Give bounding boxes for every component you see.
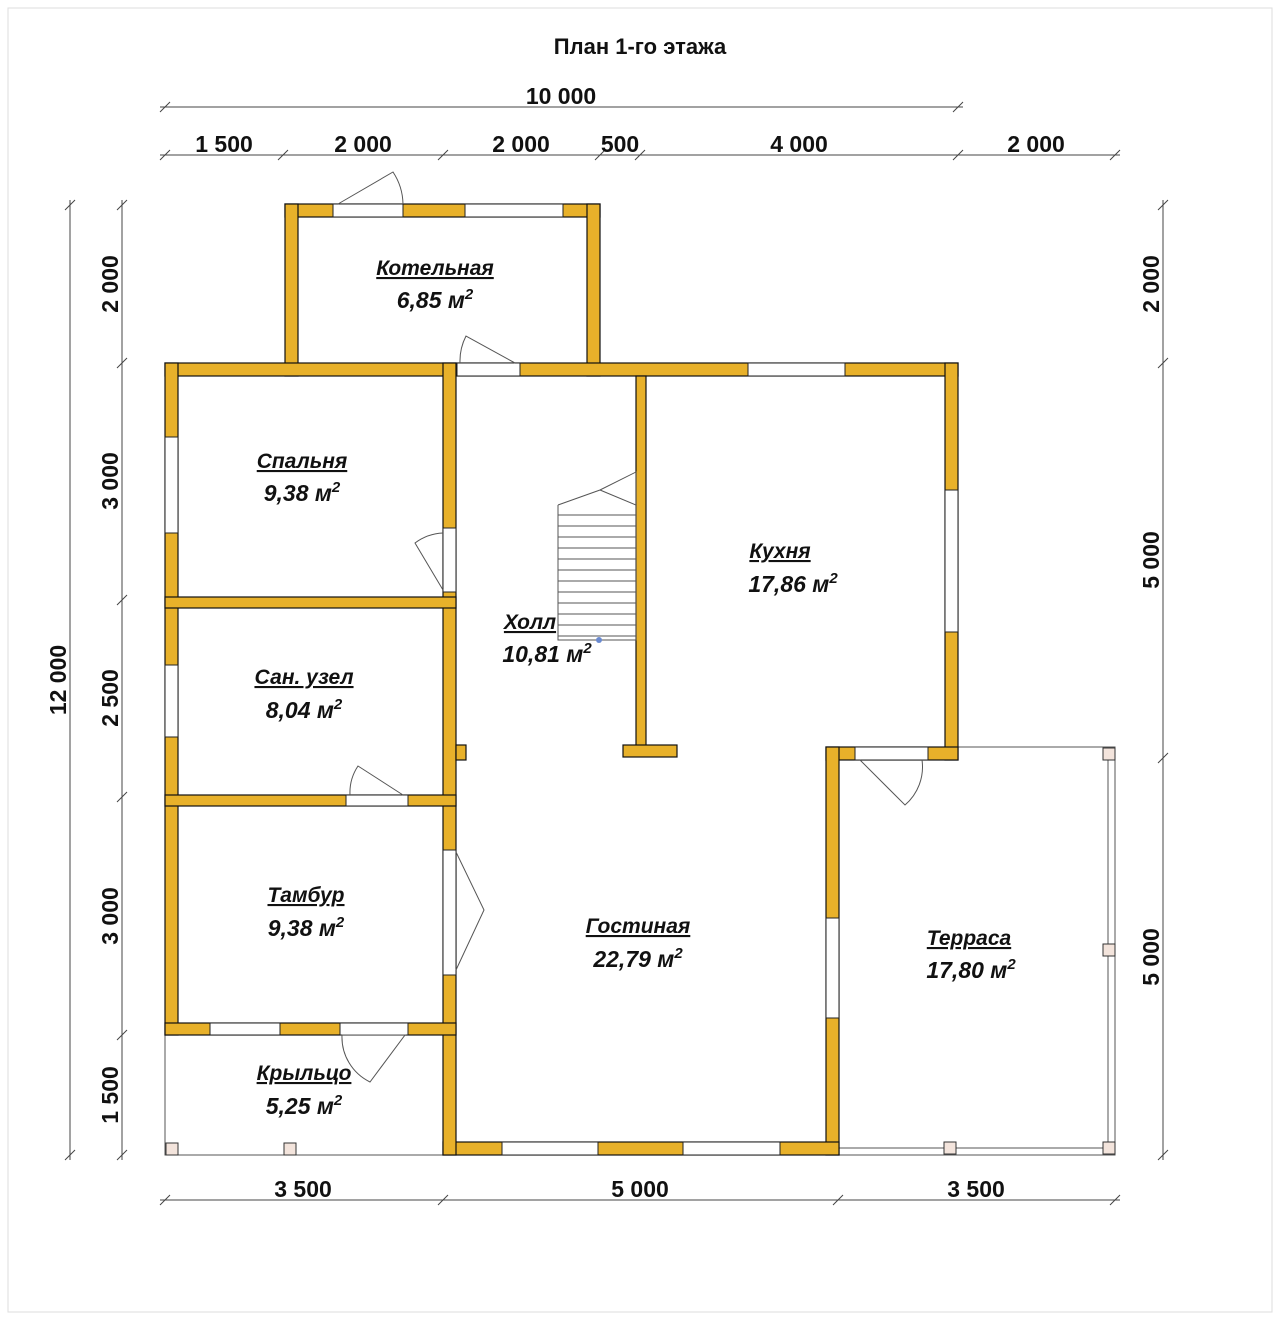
- dim-top: 1 500: [195, 131, 253, 157]
- room-name: Котельная: [376, 257, 494, 280]
- window: [682, 1141, 781, 1156]
- room-area: 17,86 м2: [748, 570, 838, 597]
- dimension-tick: [952, 149, 964, 161]
- room-name: Кухня: [749, 540, 810, 563]
- dim-right: 2 000: [1138, 255, 1164, 313]
- room-area: 22,79 м2: [592, 945, 683, 972]
- dimension-tick: [116, 1149, 128, 1161]
- dim-top: 2 000: [492, 131, 550, 157]
- post: [283, 1142, 297, 1156]
- dimension-tick: [277, 149, 289, 161]
- room-name: Крыльцо: [257, 1062, 352, 1085]
- post: [943, 1141, 957, 1155]
- dimension-tick: [1157, 357, 1169, 369]
- post: [165, 1142, 179, 1156]
- staircase: [557, 471, 637, 643]
- room-name: Гостиная: [586, 915, 691, 938]
- window: [464, 203, 564, 218]
- dim-left: 3 000: [97, 887, 123, 945]
- dimension-tick: [116, 1029, 128, 1041]
- dimension-tick: [64, 199, 76, 211]
- window: [825, 917, 840, 1019]
- room-name: Спальня: [257, 450, 348, 473]
- room-area: 10,81 м2: [502, 640, 592, 667]
- door: [442, 527, 457, 593]
- dimension-tick: [159, 101, 171, 113]
- dimension-tick: [116, 594, 128, 606]
- room-name: Терраса: [927, 927, 1012, 950]
- dim-right: 5 000: [1138, 531, 1164, 589]
- post: [1102, 747, 1116, 761]
- window: [501, 1141, 599, 1156]
- page-frame: [7, 7, 1273, 1313]
- dimension-tick: [832, 1194, 844, 1206]
- dim-left-total: 12 000: [45, 645, 71, 715]
- dim-bottom: 5 000: [611, 1176, 669, 1202]
- room-name: Тамбур: [267, 884, 344, 907]
- dim-left: 2 000: [97, 255, 123, 313]
- dim-top: 2 000: [334, 131, 392, 157]
- stair-marker: [596, 637, 602, 643]
- window: [164, 436, 179, 534]
- dim-left: 3 000: [97, 452, 123, 510]
- post: [1102, 943, 1116, 957]
- dimension-tick: [1157, 1149, 1169, 1161]
- dim-left: 2 500: [97, 669, 123, 727]
- dimension-tick: [634, 149, 646, 161]
- dimension-tick: [159, 1194, 171, 1206]
- window: [747, 362, 846, 377]
- room-area: 9,38 м2: [268, 914, 345, 941]
- dimension-tick: [64, 1149, 76, 1161]
- room-area: 17,80 м2: [926, 956, 1016, 983]
- dimension-tick: [116, 791, 128, 803]
- dim-top: 500: [601, 131, 639, 157]
- dim-top-total: 10 000: [526, 83, 596, 109]
- dimension-tick: [1109, 149, 1121, 161]
- dim-left: 1 500: [97, 1066, 123, 1124]
- dim-top: 4 000: [770, 131, 828, 157]
- dimension-tick: [159, 149, 171, 161]
- room-area: 6,85 м2: [397, 286, 474, 313]
- window: [209, 1022, 281, 1036]
- dimension-tick: [437, 1194, 449, 1206]
- door: [456, 362, 521, 377]
- room-name: Холл: [503, 611, 556, 634]
- dimension-tick: [437, 149, 449, 161]
- post: [1102, 1141, 1116, 1155]
- dim-right: 5 000: [1138, 928, 1164, 986]
- plan-title: План 1-го этажа: [554, 34, 727, 59]
- openings: [164, 171, 959, 1156]
- room-labels: Котельная 6,85 м2 Спальня 9,38 м2 Сан. у…: [254, 257, 1016, 1119]
- dimension-tick: [116, 357, 128, 369]
- room-area: 8,04 м2: [266, 696, 343, 723]
- door: [332, 203, 404, 218]
- dim-bottom: 3 500: [274, 1176, 332, 1202]
- door: [345, 794, 409, 807]
- porch-terrace-outline: [164, 746, 1116, 1156]
- door: [854, 746, 929, 761]
- dimension-tick: [594, 149, 606, 161]
- room-name: Сан. узел: [254, 666, 353, 689]
- room-area: 9,38 м2: [264, 479, 341, 506]
- door: [442, 849, 457, 976]
- dim-top: 2 000: [1007, 131, 1065, 157]
- dimension-tick: [952, 101, 964, 113]
- dimension-lines: [64, 101, 1169, 1206]
- window: [944, 489, 959, 633]
- dim-bottom: 3 500: [947, 1176, 1005, 1202]
- door: [339, 1022, 409, 1036]
- dimension-tick: [1109, 1194, 1121, 1206]
- dimension-tick: [116, 199, 128, 211]
- dimension-tick: [1157, 199, 1169, 211]
- room-area: 5,25 м2: [266, 1092, 343, 1119]
- window: [164, 664, 179, 738]
- dimension-tick: [1157, 752, 1169, 764]
